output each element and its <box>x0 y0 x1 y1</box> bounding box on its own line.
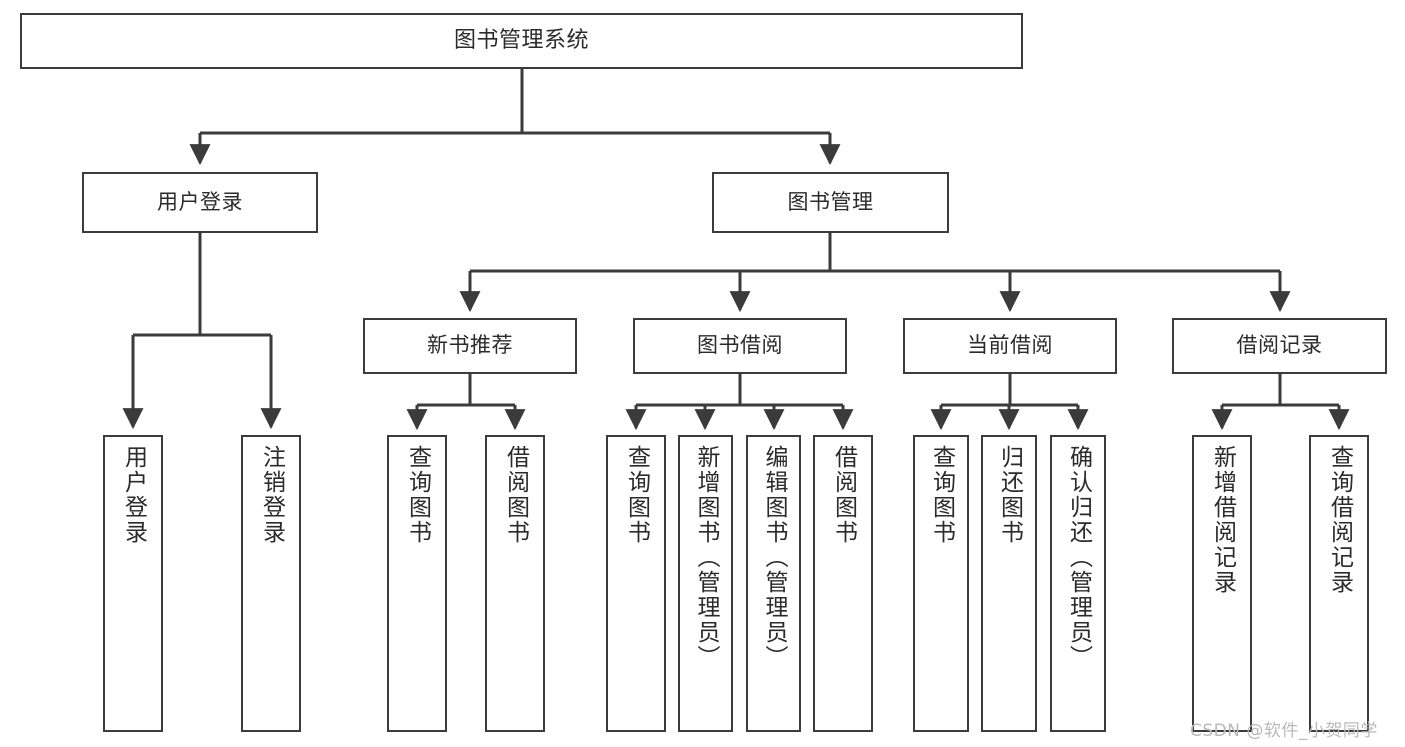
node-current-borrow-label: 当前借阅 <box>967 333 1053 358</box>
node-book-management-label: 图书管理 <box>787 189 874 214</box>
node-borrow-record-label: 借阅记录 <box>1236 333 1323 358</box>
node-leaf-edit-book[interactable]: 编辑图书（管理员） <box>746 435 801 732</box>
node-new-book-recommend-label: 新书推荐 <box>427 333 513 358</box>
node-leaf-query-record-label: 查询借阅记录 <box>1326 445 1353 595</box>
node-leaf-borrow-book-2-label: 借阅图书 <box>830 445 857 545</box>
node-leaf-logout-login-label: 注销登录 <box>258 445 285 545</box>
node-leaf-borrow-book-1[interactable]: 借阅图书 <box>485 435 545 732</box>
node-leaf-query-book-3-label: 查询图书 <box>928 445 955 545</box>
node-leaf-borrow-book-1-label: 借阅图书 <box>502 445 529 545</box>
node-leaf-return-book-label: 归还图书 <box>996 445 1023 545</box>
node-leaf-query-book-1[interactable]: 查询图书 <box>387 435 447 732</box>
node-leaf-query-book-1-label: 查询图书 <box>404 445 431 545</box>
node-leaf-add-book[interactable]: 新增图书（管理员） <box>678 435 733 732</box>
node-leaf-query-book-2-label: 查询图书 <box>623 445 650 545</box>
node-root-system[interactable]: 图书管理系统 <box>20 13 1023 69</box>
node-leaf-return-book[interactable]: 归还图书 <box>981 435 1037 732</box>
node-current-borrow[interactable]: 当前借阅 <box>903 318 1117 374</box>
node-user-login-label: 用户登录 <box>157 189 243 214</box>
node-leaf-borrow-book-2[interactable]: 借阅图书 <box>813 435 873 732</box>
node-book-borrow[interactable]: 图书借阅 <box>633 318 847 374</box>
node-root-label: 图书管理系统 <box>453 27 589 53</box>
node-leaf-confirm-return[interactable]: 确认归还（管理员） <box>1050 435 1106 732</box>
node-borrow-record[interactable]: 借阅记录 <box>1172 318 1387 374</box>
node-user-login[interactable]: 用户登录 <box>82 172 318 233</box>
node-leaf-logout-login[interactable]: 注销登录 <box>241 435 301 732</box>
node-book-management[interactable]: 图书管理 <box>712 172 949 233</box>
node-leaf-add-book-label: 新增图书（管理员） <box>693 445 719 670</box>
node-leaf-query-book-3[interactable]: 查询图书 <box>913 435 969 732</box>
node-leaf-confirm-return-label: 确认归还（管理员） <box>1065 445 1092 670</box>
watermark-text: CSDN @软件_小贺同学 <box>1190 721 1378 741</box>
node-leaf-user-login-label: 用户登录 <box>120 445 147 545</box>
node-leaf-add-record[interactable]: 新增借阅记录 <box>1192 435 1252 732</box>
node-leaf-edit-book-label: 编辑图书（管理员） <box>761 445 787 670</box>
node-leaf-add-record-label: 新增借阅记录 <box>1209 445 1236 595</box>
node-leaf-query-record[interactable]: 查询借阅记录 <box>1309 435 1369 732</box>
node-leaf-user-login[interactable]: 用户登录 <box>103 435 163 732</box>
node-book-borrow-label: 图书借阅 <box>697 333 783 358</box>
node-leaf-query-book-2[interactable]: 查询图书 <box>606 435 666 732</box>
node-new-book-recommend[interactable]: 新书推荐 <box>363 318 577 374</box>
